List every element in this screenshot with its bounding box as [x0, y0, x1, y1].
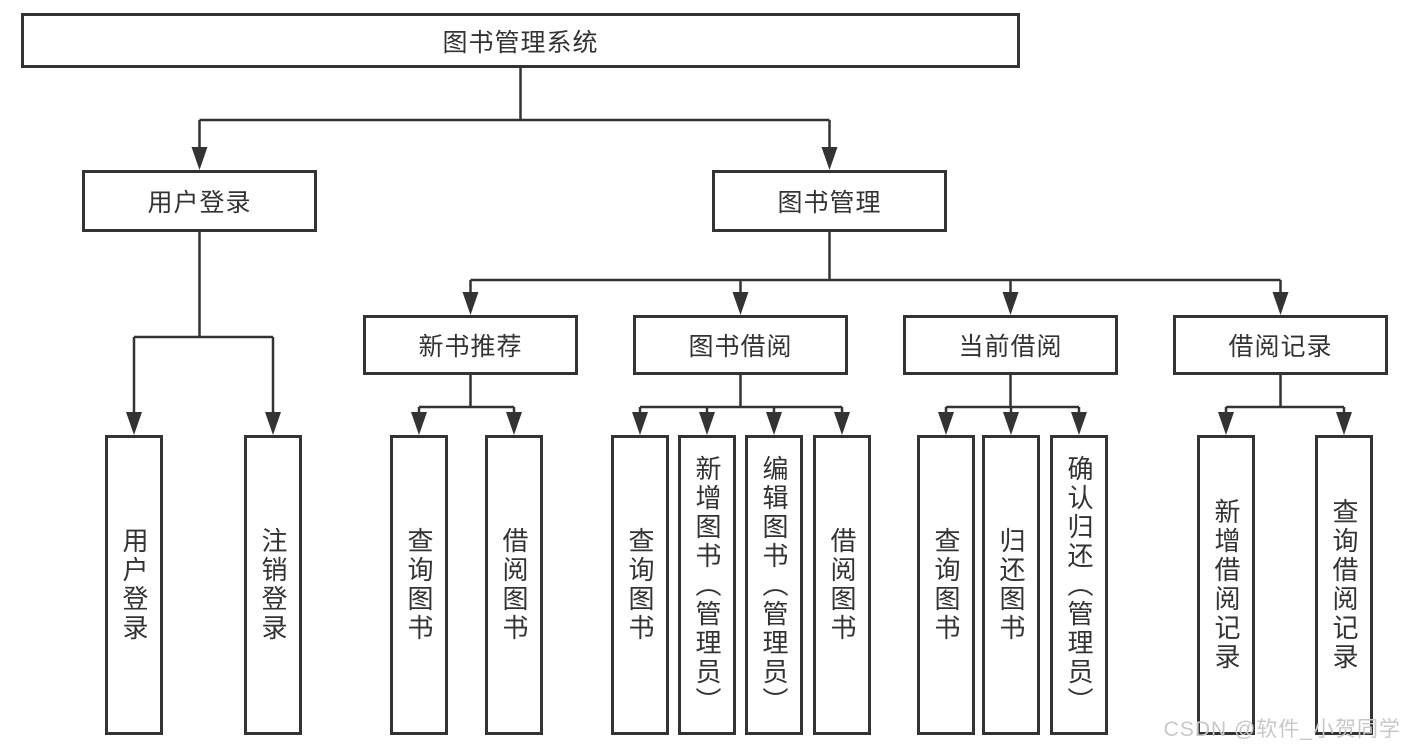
leaf-add-book-admin: 新增图书（管理员）: [678, 435, 736, 735]
arrowhead-icon: [1003, 412, 1019, 435]
arrowhead-icon: [191, 147, 208, 170]
leaf-user-login: 用户登录: [105, 435, 163, 735]
arrowhead-icon: [1272, 292, 1289, 315]
leaf-edit-book-admin: 编辑图书（管理员）: [745, 435, 803, 735]
node-label: 图书管理: [777, 189, 882, 217]
node-label: 新书推荐: [418, 333, 523, 361]
arrowhead-icon: [699, 412, 715, 435]
leaf-query-books-current: 查询图书: [917, 435, 975, 735]
node-label: 查询图书: [404, 527, 434, 643]
node-root-system: 图书管理系统: [21, 13, 1020, 68]
arrowhead-icon: [766, 412, 782, 435]
arrowhead-icon: [1002, 292, 1019, 315]
arrowhead-icon: [265, 412, 281, 435]
connector-new-rec-to-leaves: [411, 375, 522, 435]
connector-current-to-leaves: [938, 375, 1087, 435]
leaf-return-book: 归还图书: [982, 435, 1040, 735]
connector-borrow-to-leaves: [632, 375, 850, 435]
leaf-query-borrow-record: 查询借阅记录: [1315, 435, 1373, 735]
node-book-borrow: 图书借阅: [633, 315, 848, 375]
arrowhead-icon: [462, 292, 479, 315]
node-borrow-records: 借阅记录: [1173, 315, 1388, 375]
arrowhead-icon: [1218, 412, 1234, 435]
arrowhead-icon: [834, 412, 850, 435]
arrowhead-icon: [821, 147, 838, 170]
node-label: 编辑图书（管理员）: [759, 454, 789, 716]
node-label: 查询借阅记录: [1329, 498, 1359, 672]
arrowhead-icon: [1336, 412, 1352, 435]
leaf-logout: 注销登录: [244, 435, 302, 735]
node-label: 当前借阅: [958, 333, 1063, 361]
leaf-query-books-recommend: 查询图书: [390, 435, 448, 735]
watermark-text: CSDN @软件_小贺同学: [1163, 718, 1401, 741]
leaf-confirm-return-admin: 确认归还（管理员）: [1050, 435, 1108, 735]
arrowhead-icon: [126, 412, 142, 435]
connector-root-to-level2: [191, 68, 838, 170]
leaf-query-books-borrow: 查询图书: [611, 435, 669, 735]
node-label: 确认归还（管理员）: [1064, 454, 1094, 716]
node-label: 用户登录: [119, 527, 149, 643]
node-new-book-recommend: 新书推荐: [363, 315, 578, 375]
node-book-management: 图书管理: [712, 170, 947, 232]
node-label: 查询图书: [931, 527, 961, 643]
node-label: 新增借阅记录: [1211, 498, 1241, 672]
node-label: 归还图书: [996, 527, 1026, 643]
node-current-borrow: 当前借阅: [903, 315, 1118, 375]
arrowhead-icon: [411, 412, 427, 435]
leaf-borrow-books: 借阅图书: [813, 435, 871, 735]
node-label: 借阅图书: [499, 527, 529, 643]
connector-user-login-to-leaves: [126, 232, 281, 435]
node-user-login: 用户登录: [82, 170, 317, 232]
arrowhead-icon: [632, 412, 648, 435]
connector-book-mgmt-to-level3: [462, 232, 1289, 315]
node-label: 用户登录: [147, 189, 252, 217]
node-label: 借阅图书: [827, 527, 857, 643]
node-label: 查询图书: [625, 527, 655, 643]
node-label: 图书管理系统: [442, 28, 599, 57]
node-label: 新增图书（管理员）: [692, 454, 722, 716]
arrowhead-icon: [1071, 412, 1087, 435]
leaf-add-borrow-record: 新增借阅记录: [1197, 435, 1255, 735]
node-label: 注销登录: [258, 527, 288, 643]
node-label: 借阅记录: [1228, 333, 1333, 361]
node-label: 图书借阅: [688, 333, 793, 361]
arrowhead-icon: [506, 412, 522, 435]
arrowhead-icon: [938, 412, 954, 435]
leaf-borrow-books-recommend: 借阅图书: [485, 435, 543, 735]
arrowhead-icon: [732, 292, 749, 315]
connector-records-to-leaves: [1218, 375, 1352, 435]
